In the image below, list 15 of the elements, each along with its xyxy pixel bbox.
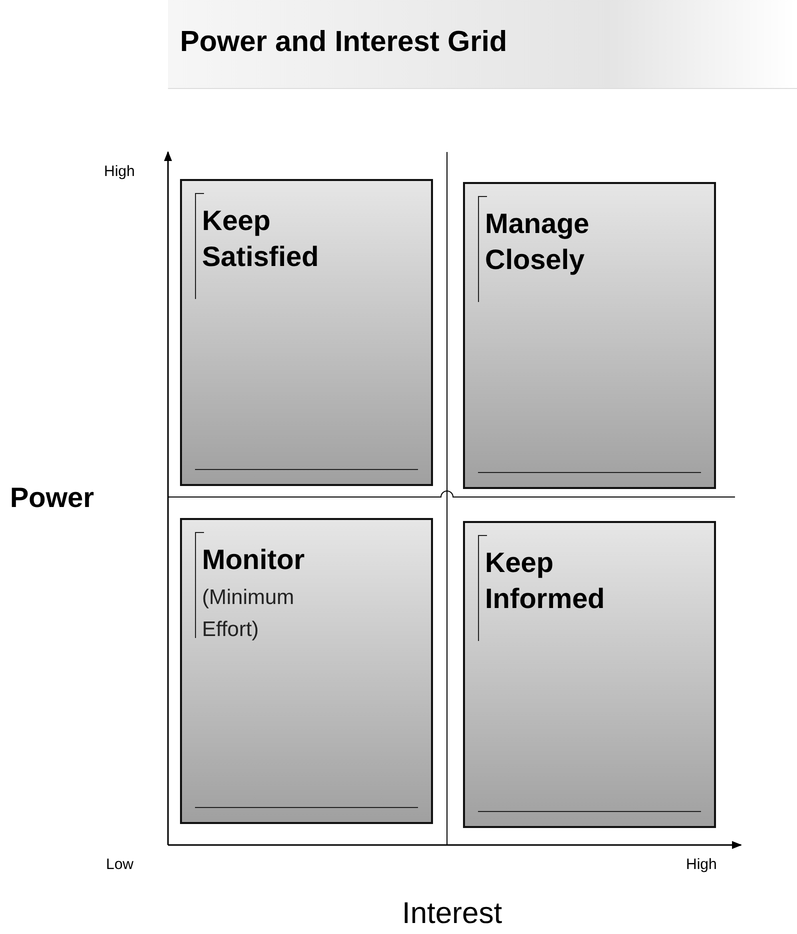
quadrant-box <box>463 521 716 828</box>
axis-label: High <box>104 163 135 180</box>
quadrant-title: Keep Satisfied <box>202 204 320 274</box>
quadrant-box <box>180 179 433 486</box>
axis-title: Power <box>10 482 94 514</box>
axis-title: Interest <box>402 897 502 931</box>
quadrant-box <box>180 518 433 824</box>
quadrant-title: Manage Closely <box>485 207 590 277</box>
diagram-title: Power and Interest Grid <box>180 26 508 59</box>
quadrant-title: Keep Informed <box>485 546 606 616</box>
quadrant-note: (Minimum Effort) <box>202 585 296 643</box>
quadrant-box <box>463 182 716 489</box>
axis-label: Low <box>106 856 134 873</box>
quadrant-title: Monitor <box>202 543 306 577</box>
axis-label: High <box>686 856 717 873</box>
